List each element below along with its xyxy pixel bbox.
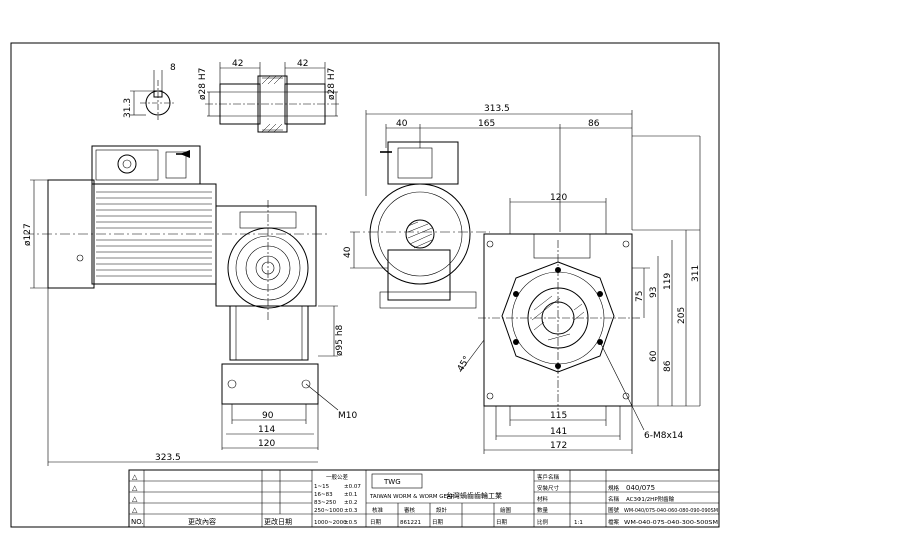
date-value: 861221 [400,520,421,526]
dim-86-top: 86 [588,119,600,129]
date-label-2: 日期 [432,519,444,526]
overall-width-label: 313.5 [484,104,510,114]
file-label: 檔案 [608,518,620,526]
customer-label: 客戶名稱 [537,473,560,481]
width-120-label: 120 [258,439,275,449]
width-114-label: 114 [258,425,275,435]
dim-205: 205 [677,307,687,324]
tol-range-5: 1000~2000 [314,520,347,526]
dim-86-right: 86 [663,360,673,372]
tol-val-4: ±0.3 [344,508,358,514]
scale-value: 1:1 [574,520,583,526]
dim-93: 93 [649,287,659,298]
key-height-label: 31.3 [123,98,133,118]
bore-right-label: ø28 H7 [327,68,337,100]
drawing-no-value: WM-040/075-040-060-080-090-090SM [624,508,718,514]
name-value: AC3Φ1/2HP附齒輪 [626,495,675,503]
dim-75: 75 [635,291,645,302]
tolerance-title: 一般公差 [326,473,349,481]
drawing-border [10,42,720,528]
rev-mark-2: △ [132,484,138,492]
name-label: 名稱 [608,495,620,503]
tol-range-2: 16~83 [314,492,333,498]
scale-label: 比例 [537,518,549,526]
install-label: 安裝尺寸 [537,484,560,492]
coupling-length-right: 42 [297,59,308,69]
drawing-no-label: 圖號 [608,506,620,514]
company-logo: TWG [371,473,423,489]
front-view: 313.5 40 165 86 40 120 [343,104,701,454]
dim-120-top: 120 [550,193,567,203]
design-label: 設計 [436,506,448,514]
dim-119: 119 [663,273,673,290]
motor-diameter-label: ø127 [23,223,33,246]
key-width-label: 8 [170,63,176,73]
dim-40-top: 40 [396,119,408,129]
rev-mark-3: △ [132,495,138,503]
coupling-length-left: 42 [232,59,243,69]
rev-mark-1: △ [132,473,138,481]
tol-val-3: ±0.2 [344,500,357,506]
bolt-label: 6-M8x14 [644,431,684,441]
overall-length-label: 323.5 [155,453,181,463]
model-value: 040/075 [626,484,655,492]
draw-label: 繪圖 [500,506,512,514]
angle-label: 45° [456,355,473,374]
company-zh: 台灣蝸齒齒輪工業 [446,491,502,500]
width-90-label: 90 [262,411,274,421]
model-label: 規格 [608,484,620,492]
dim-172: 172 [550,441,567,451]
title-block: △ △ △ △ NO. 更改內容 更改日期 一般公差 1~15 ±0.07 16… [128,469,720,528]
logo-text: TWG [383,478,401,486]
file-value: WM-040-075-040-300-500SM [624,520,718,526]
side-view: ø127 M10 ø95 h8 90 114 120 [23,145,357,466]
tol-range-3: 83~250 [314,500,337,506]
tol-range-4: 250~1000 [314,508,344,514]
dim-40-left: 40 [343,246,353,258]
shaft-diameter-label: ø95 h8 [335,324,345,356]
dim-165: 165 [478,119,495,129]
tol-val-1: ±0.07 [344,484,361,490]
bore-left-label: ø28 H7 [198,68,208,100]
tol-val-5: ±0.5 [344,520,358,526]
no-label: NO. [131,518,144,526]
review-label: 審核 [404,506,416,514]
dim-141: 141 [550,427,567,437]
dim-115: 115 [550,411,567,421]
coupling-detail: 8 31.3 42 42 ø28 H7 ø28 H7 [123,59,340,133]
change-content-label: 更改內容 [188,517,216,526]
date-label-3: 日期 [496,519,508,526]
approve-label: 核准 [372,506,384,514]
company-en: TAIWAN WORM & WORM GEAR [369,494,455,500]
hole-label: M10 [338,411,357,421]
rev-mark-4: △ [132,506,138,514]
tol-range-1: 1~15 [314,484,330,490]
dim-60: 60 [649,350,659,362]
qty-label: 數量 [537,506,549,514]
date-label: 日期 [370,519,382,526]
dim-311: 311 [691,265,701,282]
change-date-label: 更改日期 [264,517,292,526]
material-label: 材料 [537,495,549,503]
tol-val-2: ±0.1 [344,492,357,498]
